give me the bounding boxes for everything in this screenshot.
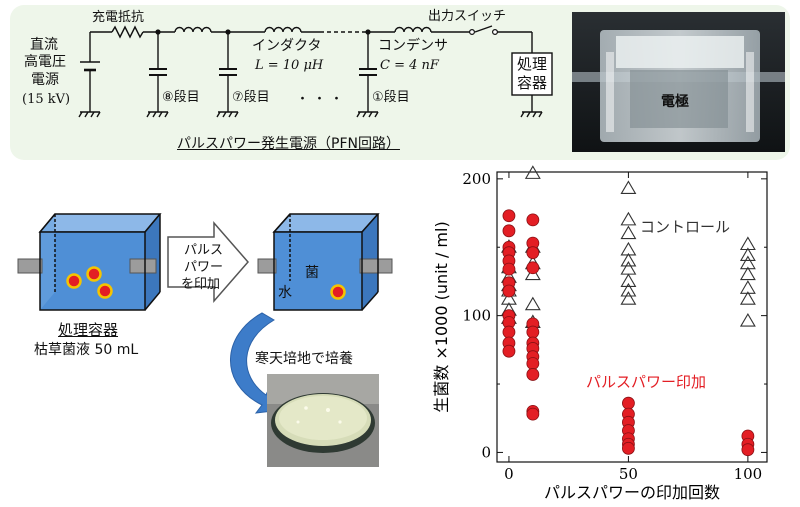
- x-tick-label: 50: [619, 465, 638, 483]
- switch-label: 出力スイッチ: [428, 9, 507, 24]
- inductor-coil-3: [394, 26, 432, 33]
- electrode-label: 電極: [661, 94, 689, 110]
- y-tick-label: 0: [481, 443, 491, 461]
- source-label-line-1: 直流: [30, 37, 58, 53]
- data-point-control: [620, 273, 637, 287]
- data-point-pulsed: [526, 325, 540, 339]
- legend-label-control: コントロール: [640, 218, 730, 236]
- data-point-pulsed: [622, 441, 635, 455]
- stage-label-7: ⑦段目: [232, 90, 270, 105]
- data-point-control: [739, 313, 756, 327]
- data-point-control: [500, 291, 517, 305]
- stage-label-8: ⑧段目: [162, 90, 200, 105]
- data-point-control: [620, 291, 637, 305]
- pulse-arrow-line-1: パルス: [184, 243, 224, 258]
- source-label-line-3: 電源: [31, 72, 59, 88]
- culture-caption: 寒天培地で培養: [255, 351, 353, 367]
- vessel-label-line-2: 容器: [517, 74, 548, 92]
- data-point-pulsed: [502, 344, 516, 358]
- data-point-pulsed: [622, 396, 635, 410]
- data-point-control: [524, 296, 541, 311]
- y-tick-label: 200: [462, 170, 491, 188]
- data-point-pulsed: [502, 325, 516, 339]
- x-axis-label: パルスパワーの印加回数: [544, 483, 720, 502]
- data-point-pulsed: [526, 246, 540, 260]
- data-point-pulsed: [526, 261, 540, 275]
- data-point-control: [620, 261, 637, 275]
- vessel-right: [257, 213, 393, 311]
- pulse-arrow-line-3: を印加: [181, 277, 221, 292]
- vessel-photo: [572, 12, 785, 152]
- charging-resistor: [111, 25, 144, 39]
- solution-caption: 枯草菌液 50 mL: [34, 342, 139, 358]
- y-axis-label: 生菌数 ×1000 (unit / ml): [432, 221, 451, 412]
- x-tick-label: 100: [734, 465, 763, 483]
- stage-label-1: ①段目: [372, 90, 410, 105]
- data-point-pulsed: [526, 213, 540, 227]
- data-point-control: [524, 165, 541, 179]
- pulse-arrow-line-2: パワー: [184, 260, 224, 275]
- data-point-control: [620, 180, 637, 194]
- bacteria-label: 菌: [305, 265, 319, 281]
- vessel-label-line-1: 処理: [517, 55, 548, 73]
- inductor-coil-1: [174, 26, 212, 33]
- x-tick-label: 0: [504, 465, 514, 483]
- capacitor-label: コンデンサ: [378, 38, 448, 54]
- data-point-control: [620, 211, 637, 226]
- data-point-pulsed: [741, 443, 755, 457]
- vessel-box: [511, 52, 553, 96]
- resistor-label: 充電抵抗: [92, 10, 145, 25]
- circuit-caption: パルスパワー発生電源（PFN回路）: [177, 136, 400, 152]
- data-point-control: [620, 252, 637, 267]
- capacitor-value: C = 4 nF: [380, 58, 439, 73]
- data-point-pulsed: [502, 262, 516, 276]
- data-point-pulsed: [502, 224, 516, 238]
- inductor-coil-2: [264, 26, 302, 33]
- petri-dish-photo: [267, 374, 379, 467]
- water-label: 水: [278, 285, 292, 301]
- data-point-pulsed: [502, 209, 516, 223]
- data-point-pulsed: [526, 407, 540, 421]
- pfn-circuit-diagram: [78, 25, 553, 118]
- vessel-left: [17, 213, 162, 311]
- data-point-control: [524, 266, 541, 281]
- vessel-caption: 処理容器: [58, 321, 119, 339]
- source-label-line-2: 高電圧: [24, 54, 66, 70]
- y-tick-label: 100: [462, 307, 491, 325]
- stage-ellipsis: ・・・: [296, 92, 348, 107]
- ground-symbols: [78, 111, 543, 118]
- process-illustration: [17, 213, 393, 467]
- pulse-arrow: [167, 220, 249, 304]
- data-point-control: [739, 247, 756, 261]
- data-point-control: [620, 282, 637, 297]
- inductor-value: L = 10 μH: [255, 58, 324, 73]
- data-point-control: [739, 266, 756, 281]
- legend-label-pulsed: パルスパワー印加: [586, 373, 706, 391]
- data-point-pulsed: [502, 284, 516, 298]
- data-point-control: [620, 225, 637, 240]
- source-voltage: (15 kV): [22, 92, 71, 107]
- plot-frame: [496, 171, 768, 463]
- data-point-pulsed: [526, 368, 540, 381]
- data-point-control: [739, 291, 756, 305]
- inductor-label: インダクタ: [252, 38, 322, 54]
- data-point-pulsed: [526, 357, 540, 370]
